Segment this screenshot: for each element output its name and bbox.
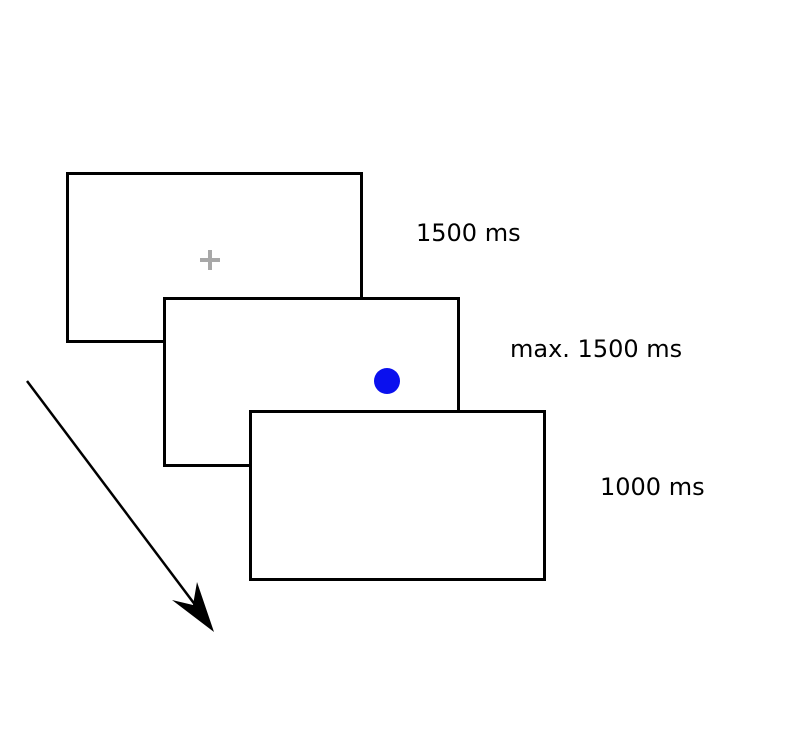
duration-label-blank: 1000 ms [600, 473, 705, 501]
duration-label-target: max. 1500 ms [510, 335, 683, 363]
arrow-shaft [26, 380, 206, 619]
target-dot-icon [374, 368, 400, 394]
fixation-cross-icon [200, 250, 220, 270]
fixation-cross-vertical [208, 250, 212, 270]
screen-frame-blank [249, 410, 546, 581]
duration-label-fixation: 1500 ms [416, 219, 521, 247]
arrow-head [172, 582, 214, 632]
